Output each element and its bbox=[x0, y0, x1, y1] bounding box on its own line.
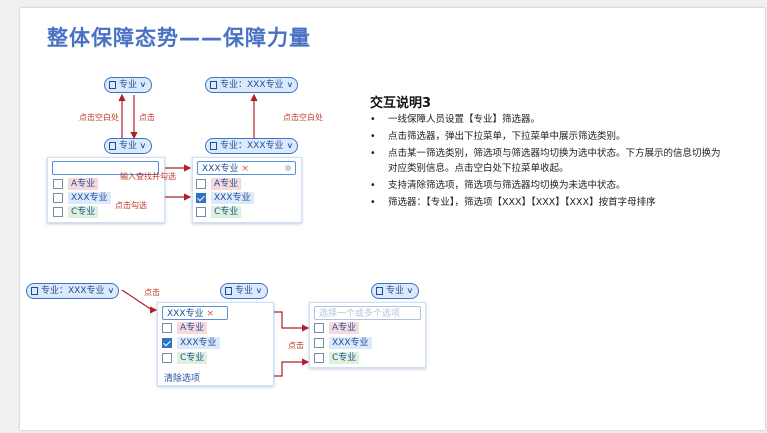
option-row[interactable]: A专业 bbox=[53, 178, 99, 190]
major-filter-pill-open[interactable]: 专业 ∨ bbox=[371, 283, 419, 299]
option-row[interactable]: XXX专业 bbox=[162, 337, 220, 349]
major-filter-pill-open[interactable]: 专业 ∨ bbox=[220, 283, 268, 299]
checkbox[interactable] bbox=[314, 338, 324, 348]
major-filter-pill-open[interactable]: 专业 ∨ bbox=[104, 138, 152, 154]
annotation-click: 点击 bbox=[288, 341, 304, 350]
search-input[interactable]: XXX专业× bbox=[197, 161, 296, 175]
option-row[interactable]: XXX专业 bbox=[314, 337, 372, 349]
checkbox[interactable] bbox=[53, 207, 63, 217]
note-item: 点击筛选器，弹出下拉菜单，下拉菜单中展示筛选类别。 bbox=[368, 129, 728, 144]
notes-title: 交互说明3 bbox=[370, 96, 432, 111]
chevron-down-icon: ∨ bbox=[255, 286, 263, 295]
major-filter-pill-selected[interactable]: 专业：XXX专业 ∨ bbox=[26, 283, 120, 299]
search-input[interactable]: XXX专业× bbox=[162, 306, 228, 320]
major-filter-pill-selected[interactable]: 专业：XXX专业 ∨ bbox=[205, 77, 299, 93]
note-item: 点击某一筛选类别，筛选项与筛选器均切换为选中状态。下方展示的信息切换为对应类别信… bbox=[368, 146, 728, 176]
chevron-down-icon: ∨ bbox=[139, 141, 147, 150]
annotation-click-check: 点击勾选 bbox=[115, 201, 147, 210]
checkbox[interactable] bbox=[53, 193, 63, 203]
option-row[interactable]: C专业 bbox=[162, 352, 208, 364]
note-item: 筛选器：【专业】，筛选项【XXX】【XXX】【XXX】按首字母排序 bbox=[368, 195, 728, 210]
option-row[interactable]: A专业 bbox=[196, 178, 242, 190]
chevron-down-icon: ∨ bbox=[139, 80, 147, 89]
major-filter-pill[interactable]: 专业 ∨ bbox=[104, 77, 152, 93]
filter-icon bbox=[109, 81, 116, 89]
arrow-open-dropdown bbox=[121, 289, 158, 314]
filter-icon bbox=[210, 81, 217, 89]
option-row[interactable]: A专业 bbox=[314, 322, 360, 334]
checkbox[interactable] bbox=[162, 353, 172, 363]
option-row[interactable]: XXX专业 bbox=[53, 192, 111, 204]
annotation-click: 点击 bbox=[144, 288, 160, 297]
option-row[interactable]: A专业 bbox=[162, 322, 208, 334]
filter-icon bbox=[376, 287, 383, 295]
dropdown-panel-with-clear: XXX专业× A专业 XXX专业 C专业 清除选项 bbox=[157, 302, 274, 386]
option-row[interactable]: C专业 bbox=[196, 206, 242, 218]
filter-icon bbox=[31, 287, 38, 295]
note-item: 一线保障人员设置【专业】筛选器。 bbox=[368, 112, 728, 127]
option-row[interactable]: XXX专业 bbox=[196, 192, 254, 204]
chevron-down-icon: ∨ bbox=[285, 141, 293, 150]
checkbox[interactable] bbox=[314, 323, 324, 333]
checkbox[interactable] bbox=[53, 179, 63, 189]
checkbox-checked[interactable] bbox=[162, 338, 172, 348]
major-filter-pill-selected-open[interactable]: 专业：XXX专业 ∨ bbox=[205, 138, 299, 154]
annotation-click-blank: 点击空白处 bbox=[79, 113, 119, 122]
checkbox[interactable] bbox=[162, 323, 172, 333]
checkbox[interactable] bbox=[314, 353, 324, 363]
notes-list: 一线保障人员设置【专业】筛选器。 点击筛选器，弹出下拉菜单，下拉菜单中展示筛选类… bbox=[368, 112, 728, 212]
option-row[interactable]: C专业 bbox=[53, 206, 99, 218]
annotation-click: 点击 bbox=[139, 113, 155, 122]
clear-circle-icon[interactable] bbox=[285, 165, 291, 171]
note-item: 支持清除筛选项，筛选项与筛选器均切换为未选中状态。 bbox=[368, 178, 728, 193]
chevron-down-icon: ∨ bbox=[406, 286, 414, 295]
dropdown-panel-selected: XXX专业× A专业 XXX专业 C专业 bbox=[192, 157, 302, 223]
annotation-click-blank: 点击空白处 bbox=[283, 113, 323, 122]
filter-icon bbox=[109, 142, 116, 150]
checkbox-checked[interactable] bbox=[196, 193, 206, 203]
filter-icon bbox=[225, 287, 232, 295]
chevron-down-icon: ∨ bbox=[285, 80, 293, 89]
dropdown-panel: A专业 XXX专业 C专业 bbox=[47, 157, 165, 223]
search-input[interactable] bbox=[52, 161, 159, 175]
search-input[interactable]: 选择一个或多个选项 bbox=[314, 306, 421, 320]
checkbox[interactable] bbox=[196, 179, 206, 189]
remove-tag-icon[interactable]: × bbox=[241, 164, 250, 174]
remove-tag-icon[interactable]: × bbox=[206, 309, 215, 319]
checkbox[interactable] bbox=[196, 207, 206, 217]
option-row[interactable]: C专业 bbox=[314, 352, 360, 364]
chevron-down-icon: ∨ bbox=[106, 286, 114, 295]
dropdown-panel-empty: 选择一个或多个选项 A专业 XXX专业 C专业 bbox=[309, 302, 426, 368]
clear-options-link[interactable]: 清除选项 bbox=[164, 374, 201, 384]
page-title: 整体保障态势——保障力量 bbox=[47, 26, 311, 50]
filter-icon bbox=[210, 142, 217, 150]
annotation-input-search: 输入查找并勾选 bbox=[120, 172, 176, 181]
